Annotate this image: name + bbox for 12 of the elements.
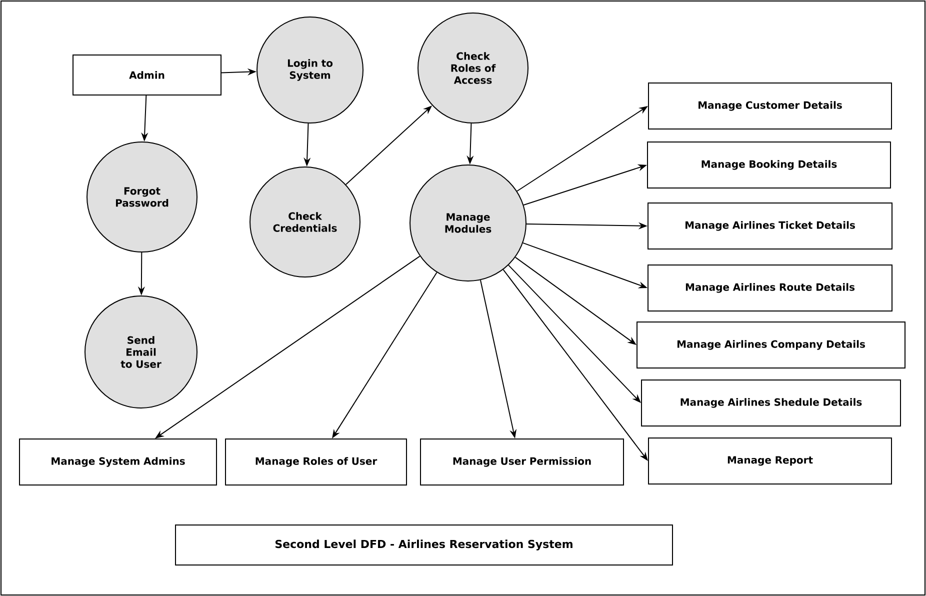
process-box: Manage Report: [648, 438, 892, 484]
process-box: Manage System Admins: [19, 438, 217, 486]
process-box: Admin: [72, 54, 222, 96]
process-box: Manage Airlines Shedule Details: [641, 380, 901, 426]
process-box: Manage Airlines Route Details: [648, 264, 892, 312]
title-box: Second Level DFD - Airlines Reservation System: [175, 524, 673, 566]
process-box: Manage Airlines Company Details: [636, 322, 906, 368]
process-box: Manage Customer Details: [648, 82, 892, 130]
process-box: Manage Booking Details: [647, 142, 891, 188]
process-box: Manage Airlines Ticket Details: [648, 202, 892, 250]
process-box: Manage User Permission: [420, 438, 624, 486]
process-box: Manage Roles of User: [225, 438, 407, 486]
